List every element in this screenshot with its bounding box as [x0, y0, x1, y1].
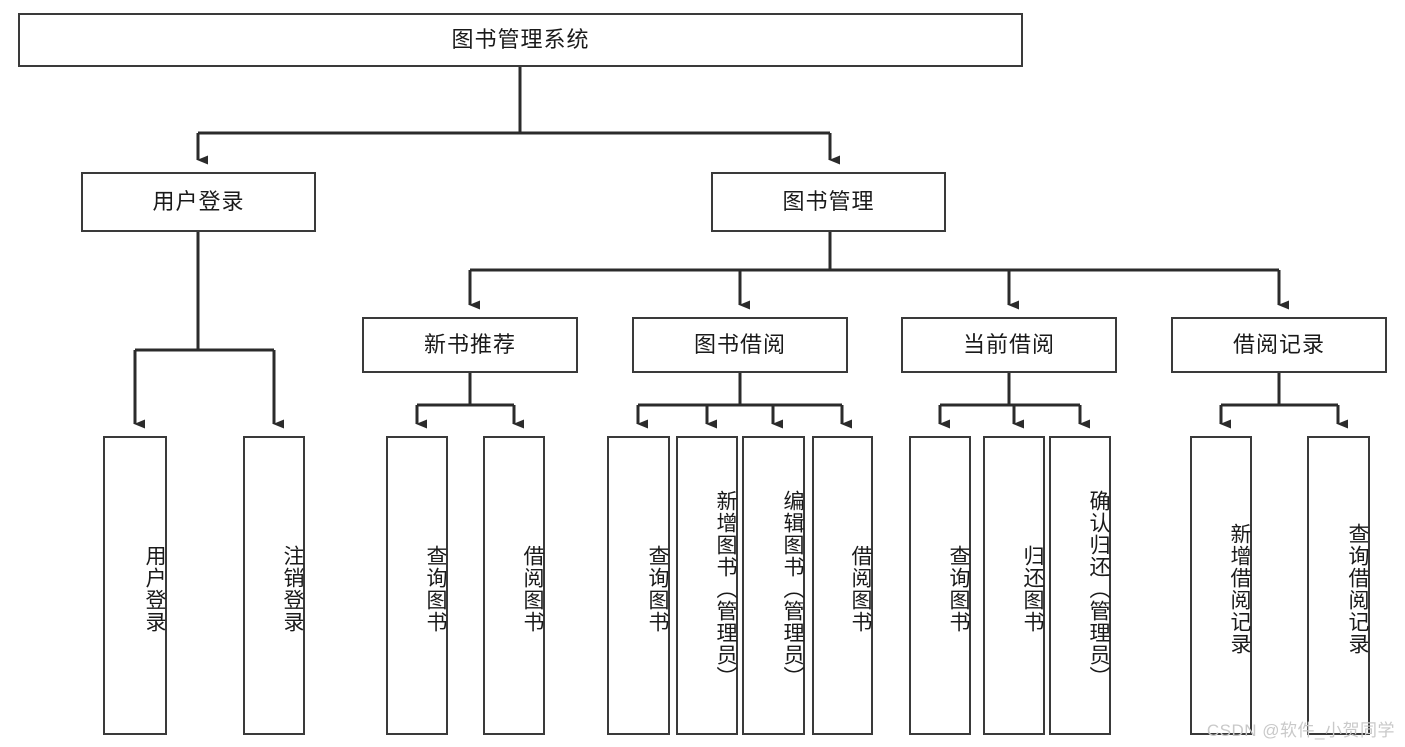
- leaf-label: 借阅图书: [849, 544, 872, 633]
- leaf-edit-book-admin[interactable]: 编辑图书（管理员）: [742, 436, 805, 735]
- leaf-user-logout[interactable]: 注销登录: [243, 436, 305, 735]
- leaf-label: 查询图书: [947, 544, 970, 633]
- leaf-query-book-current[interactable]: 查询图书: [909, 436, 971, 735]
- leaf-label: 编辑图书（管理员）: [781, 489, 804, 688]
- leaf-label: 用户登录: [143, 544, 166, 633]
- leaf-label: 借阅图书: [521, 544, 544, 633]
- leaf-label: 新增借阅记录: [1228, 522, 1251, 655]
- watermark: CSDN @软件_小贺同学: [1206, 721, 1395, 740]
- leaf-return-book[interactable]: 归还图书: [983, 436, 1045, 735]
- leaf-label: 新增图书（管理员）: [714, 489, 737, 688]
- leaf-borrow-book[interactable]: 借阅图书: [812, 436, 873, 735]
- leaf-label: 注销登录: [281, 544, 304, 633]
- leaf-query-book-recommend[interactable]: 查询图书: [386, 436, 448, 735]
- leaf-label: 查询图书: [646, 544, 669, 633]
- leaf-label: 查询借阅记录: [1346, 522, 1369, 655]
- leaf-confirm-return-admin[interactable]: 确认归还（管理员）: [1049, 436, 1111, 735]
- node-book-borrow[interactable]: 图书借阅: [632, 317, 848, 373]
- leaf-add-borrow-record[interactable]: 新增借阅记录: [1190, 436, 1252, 735]
- node-borrow-record[interactable]: 借阅记录: [1171, 317, 1387, 373]
- leaf-label: 查询图书: [424, 544, 447, 633]
- node-user-login[interactable]: 用户登录: [81, 172, 316, 232]
- leaf-query-book-borrow[interactable]: 查询图书: [607, 436, 670, 735]
- node-book-management[interactable]: 图书管理: [711, 172, 946, 232]
- leaf-add-book-admin[interactable]: 新增图书（管理员）: [676, 436, 738, 735]
- node-current-borrow[interactable]: 当前借阅: [901, 317, 1117, 373]
- leaf-label: 归还图书: [1021, 544, 1044, 633]
- node-root[interactable]: 图书管理系统: [18, 13, 1023, 67]
- node-new-book-recommend[interactable]: 新书推荐: [362, 317, 578, 373]
- leaf-label: 确认归还（管理员）: [1087, 489, 1110, 688]
- leaf-query-borrow-record[interactable]: 查询借阅记录: [1307, 436, 1370, 735]
- leaf-borrow-book-recommend[interactable]: 借阅图书: [483, 436, 545, 735]
- leaf-user-login[interactable]: 用户登录: [103, 436, 167, 735]
